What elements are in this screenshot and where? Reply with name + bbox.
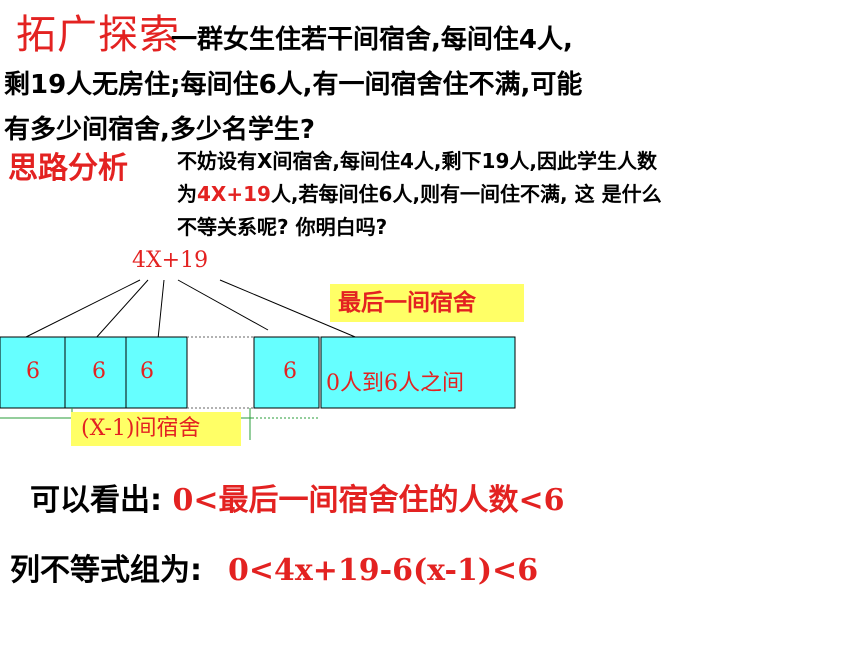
inequality-system: 0<4x+19-6(x-1)<6 [228, 553, 539, 588]
analysis-line-2-prefix: 为 [177, 182, 197, 206]
analysis-label: 思路分析 [8, 151, 128, 186]
room-value: 6 [26, 359, 40, 384]
analysis-line-1: 不妨设有X间宿舍,每间住4人,剩下19人,因此学生人数 [177, 149, 657, 173]
problem-line-1: 一群女生住若干间宿舍,每间住4人, [171, 25, 573, 55]
connector-line [94, 279, 149, 340]
room-box [253, 336, 320, 409]
conclusion-line-2: 列不等式组为: 0<4x+19-6(x-1)<6 [10, 545, 538, 589]
student-count-expression: 4X+19 [197, 182, 271, 206]
total-students-label: 4X+19 [132, 248, 209, 273]
analysis-line-3: 不等关系呢? 你明白吗? [177, 215, 388, 239]
connector-line [219, 279, 361, 340]
last-room-box [320, 336, 516, 409]
connector-line [157, 279, 165, 340]
last-room-label: 最后一间宿舍 [330, 284, 524, 322]
room-value: 6 [283, 359, 297, 384]
analysis-line-2-suffix: 人,若每间住6人,则有一间住不满, 这 是什么 [270, 182, 662, 206]
page-title: 拓广探索 [16, 12, 180, 58]
conclusion-1-prefix: 可以看出: [30, 483, 173, 518]
connector-line [21, 279, 141, 340]
analysis-line-2: 为4X+19人,若每间住6人,则有一间住不满, 这 是什么 [177, 178, 662, 211]
room-value: 6 [140, 359, 154, 384]
connector-line [177, 279, 269, 331]
problem-text: 一群女生住若干间宿舍,每间住4人, 剩19人无房住;每间住6人,有一间宿舍住不满… [4, 18, 582, 153]
room-box [64, 336, 127, 409]
rooms-count-label: (X-1)间宿舍 [71, 412, 241, 446]
problem-line-3: 有多少间宿舍,多少名学生? [4, 115, 315, 145]
conclusion-2-prefix: 列不等式组为: [10, 553, 202, 588]
problem-line-2: 剩19人无房住;每间住6人,有一间宿舍住不满,可能 [4, 70, 583, 100]
last-room-range: 0人到6人之间 [326, 371, 464, 396]
room-value: 6 [92, 359, 106, 384]
conclusion-line-1: 可以看出: 0<最后一间宿舍住的人数<6 [30, 475, 564, 519]
analysis-text: 不妨设有X间宿舍,每间住4人,剩下19人,因此学生人数 为4X+19人,若每间住… [177, 145, 662, 244]
room-box [0, 336, 66, 409]
conclusion-1-inequality: 0<最后一间宿舍住的人数<6 [172, 483, 565, 518]
room-box [125, 336, 188, 409]
